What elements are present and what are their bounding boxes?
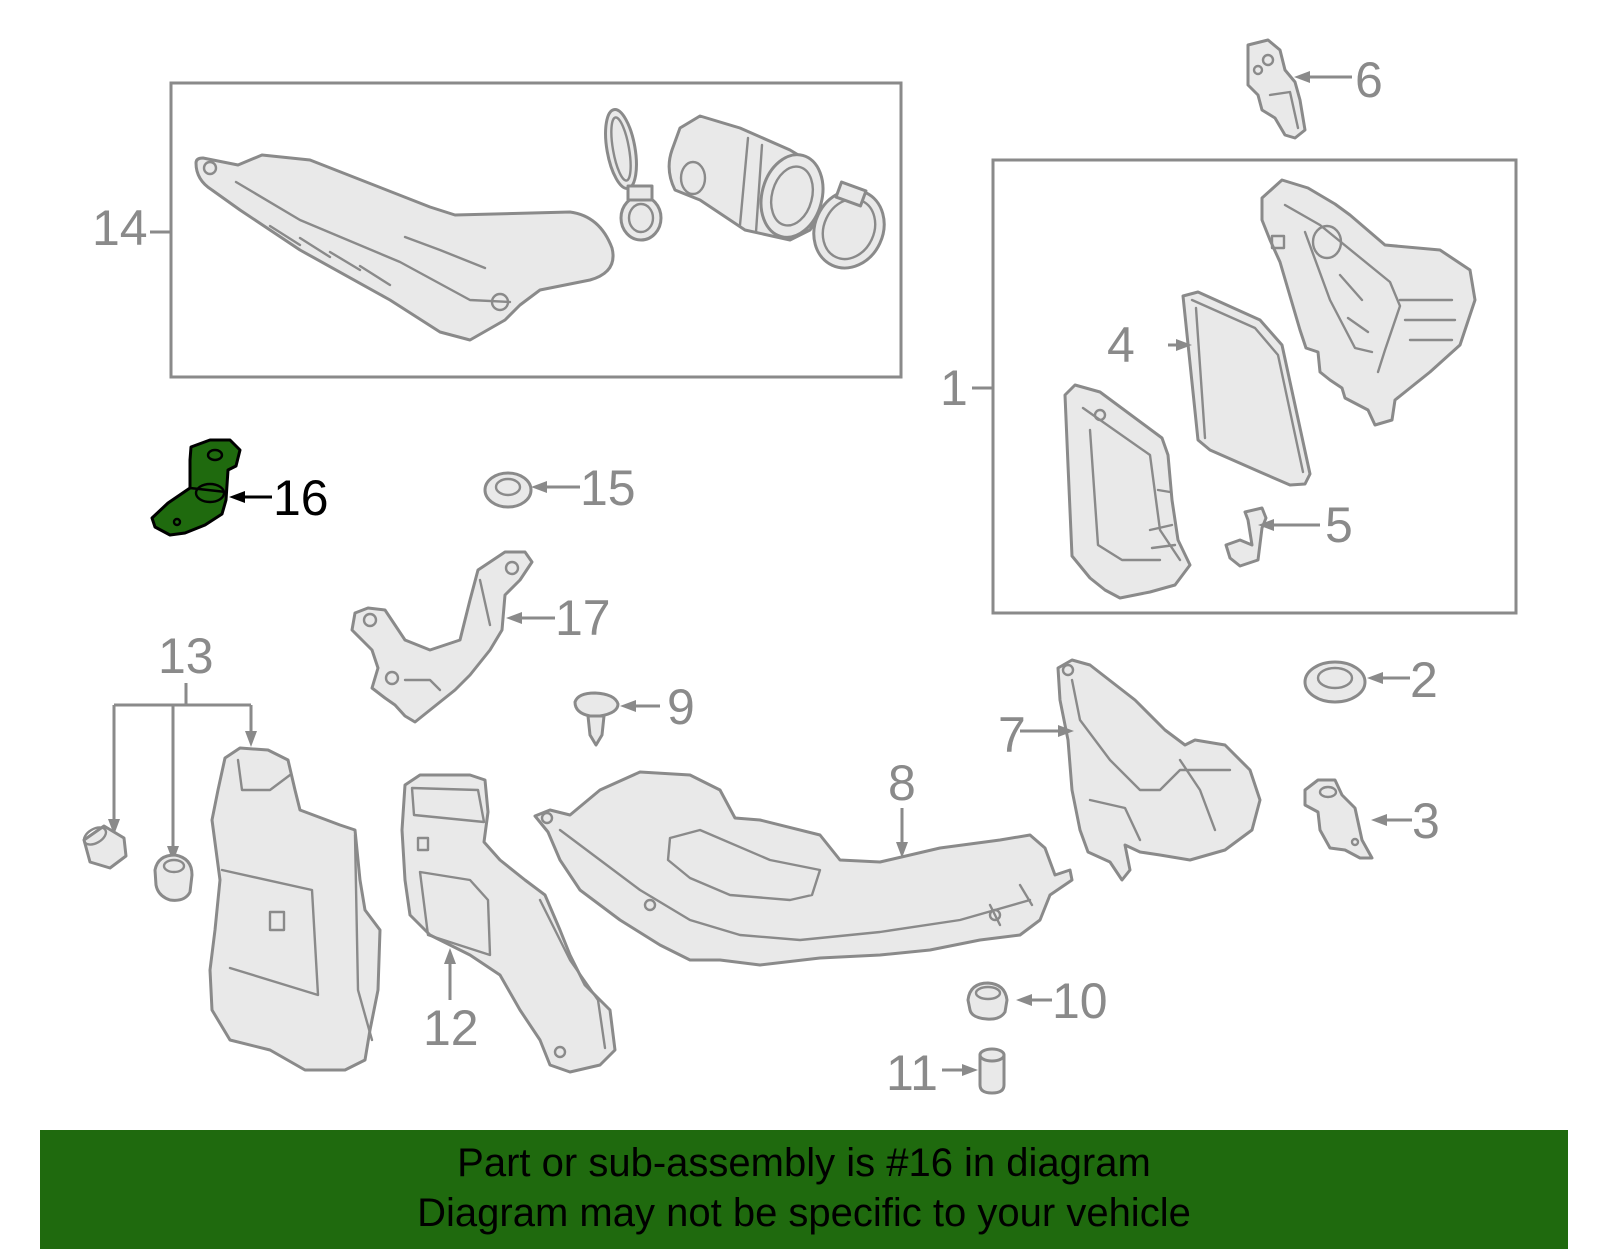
part-12-air-duct[interactable]: [400, 773, 617, 1074]
callout-15[interactable]: 15: [580, 460, 636, 516]
part-10-grommet[interactable]: [966, 981, 1009, 1021]
part-17-bracket[interactable]: [350, 550, 534, 724]
callout-8[interactable]: 8: [888, 755, 916, 811]
part-9-clip[interactable]: [573, 691, 620, 747]
part-15-grommet[interactable]: [483, 471, 533, 509]
callout-1[interactable]: 1: [940, 360, 968, 416]
part-2-grommet[interactable]: [1303, 660, 1367, 704]
part-4-air-filter[interactable]: [1181, 290, 1312, 487]
part-1-air-cleaner-case[interactable]: [1260, 178, 1477, 427]
part-14-clamp-large[interactable]: [801, 178, 896, 279]
part-14-intake-duct[interactable]: [194, 153, 615, 342]
part-8-air-duct[interactable]: [533, 770, 1074, 967]
part-1-air-cleaner-lower[interactable]: [1063, 383, 1192, 600]
part-14-coupler-hose[interactable]: [667, 114, 832, 244]
part-3-bracket[interactable]: [1303, 778, 1374, 860]
part-13-resonator[interactable]: [208, 746, 382, 1072]
part-5-clip[interactable]: [1224, 506, 1268, 568]
callout-16[interactable]: 16: [273, 470, 329, 526]
callout-14[interactable]: 14: [92, 200, 148, 256]
part-11-sleeve[interactable]: [978, 1047, 1006, 1095]
part-6-bracket[interactable]: [1246, 38, 1307, 140]
callout-5[interactable]: 5: [1325, 497, 1353, 553]
callout-17[interactable]: 17: [555, 590, 611, 646]
part-13-grommet[interactable]: [153, 853, 194, 902]
callout-12[interactable]: 12: [423, 1000, 479, 1056]
part-16-bracket[interactable]: [150, 438, 242, 537]
group-box-14: [169, 81, 903, 379]
info-banner: Part or sub-assembly is #16 in diagram D…: [40, 1130, 1568, 1249]
part-14-clamp-small[interactable]: [619, 184, 663, 242]
callout-7[interactable]: 7: [998, 707, 1026, 763]
callout-13[interactable]: 13: [158, 628, 214, 684]
callout-4[interactable]: 4: [1107, 317, 1135, 373]
part-13-sleeve[interactable]: [81, 824, 128, 870]
banner-line-part: Part or sub-assembly is #16 in diagram: [457, 1141, 1151, 1185]
callout-10[interactable]: 10: [1052, 973, 1108, 1029]
part-7-resonator[interactable]: [1056, 658, 1262, 882]
part-14-clamp-upper[interactable]: [600, 107, 641, 191]
banner-line-disclaimer: Diagram may not be specific to your vehi…: [417, 1191, 1191, 1235]
callout-3[interactable]: 3: [1412, 793, 1440, 849]
callout-6[interactable]: 6: [1355, 52, 1383, 108]
callout-11[interactable]: 11: [886, 1045, 938, 1101]
callout-2[interactable]: 2: [1410, 652, 1438, 708]
callout-9[interactable]: 9: [667, 679, 695, 735]
